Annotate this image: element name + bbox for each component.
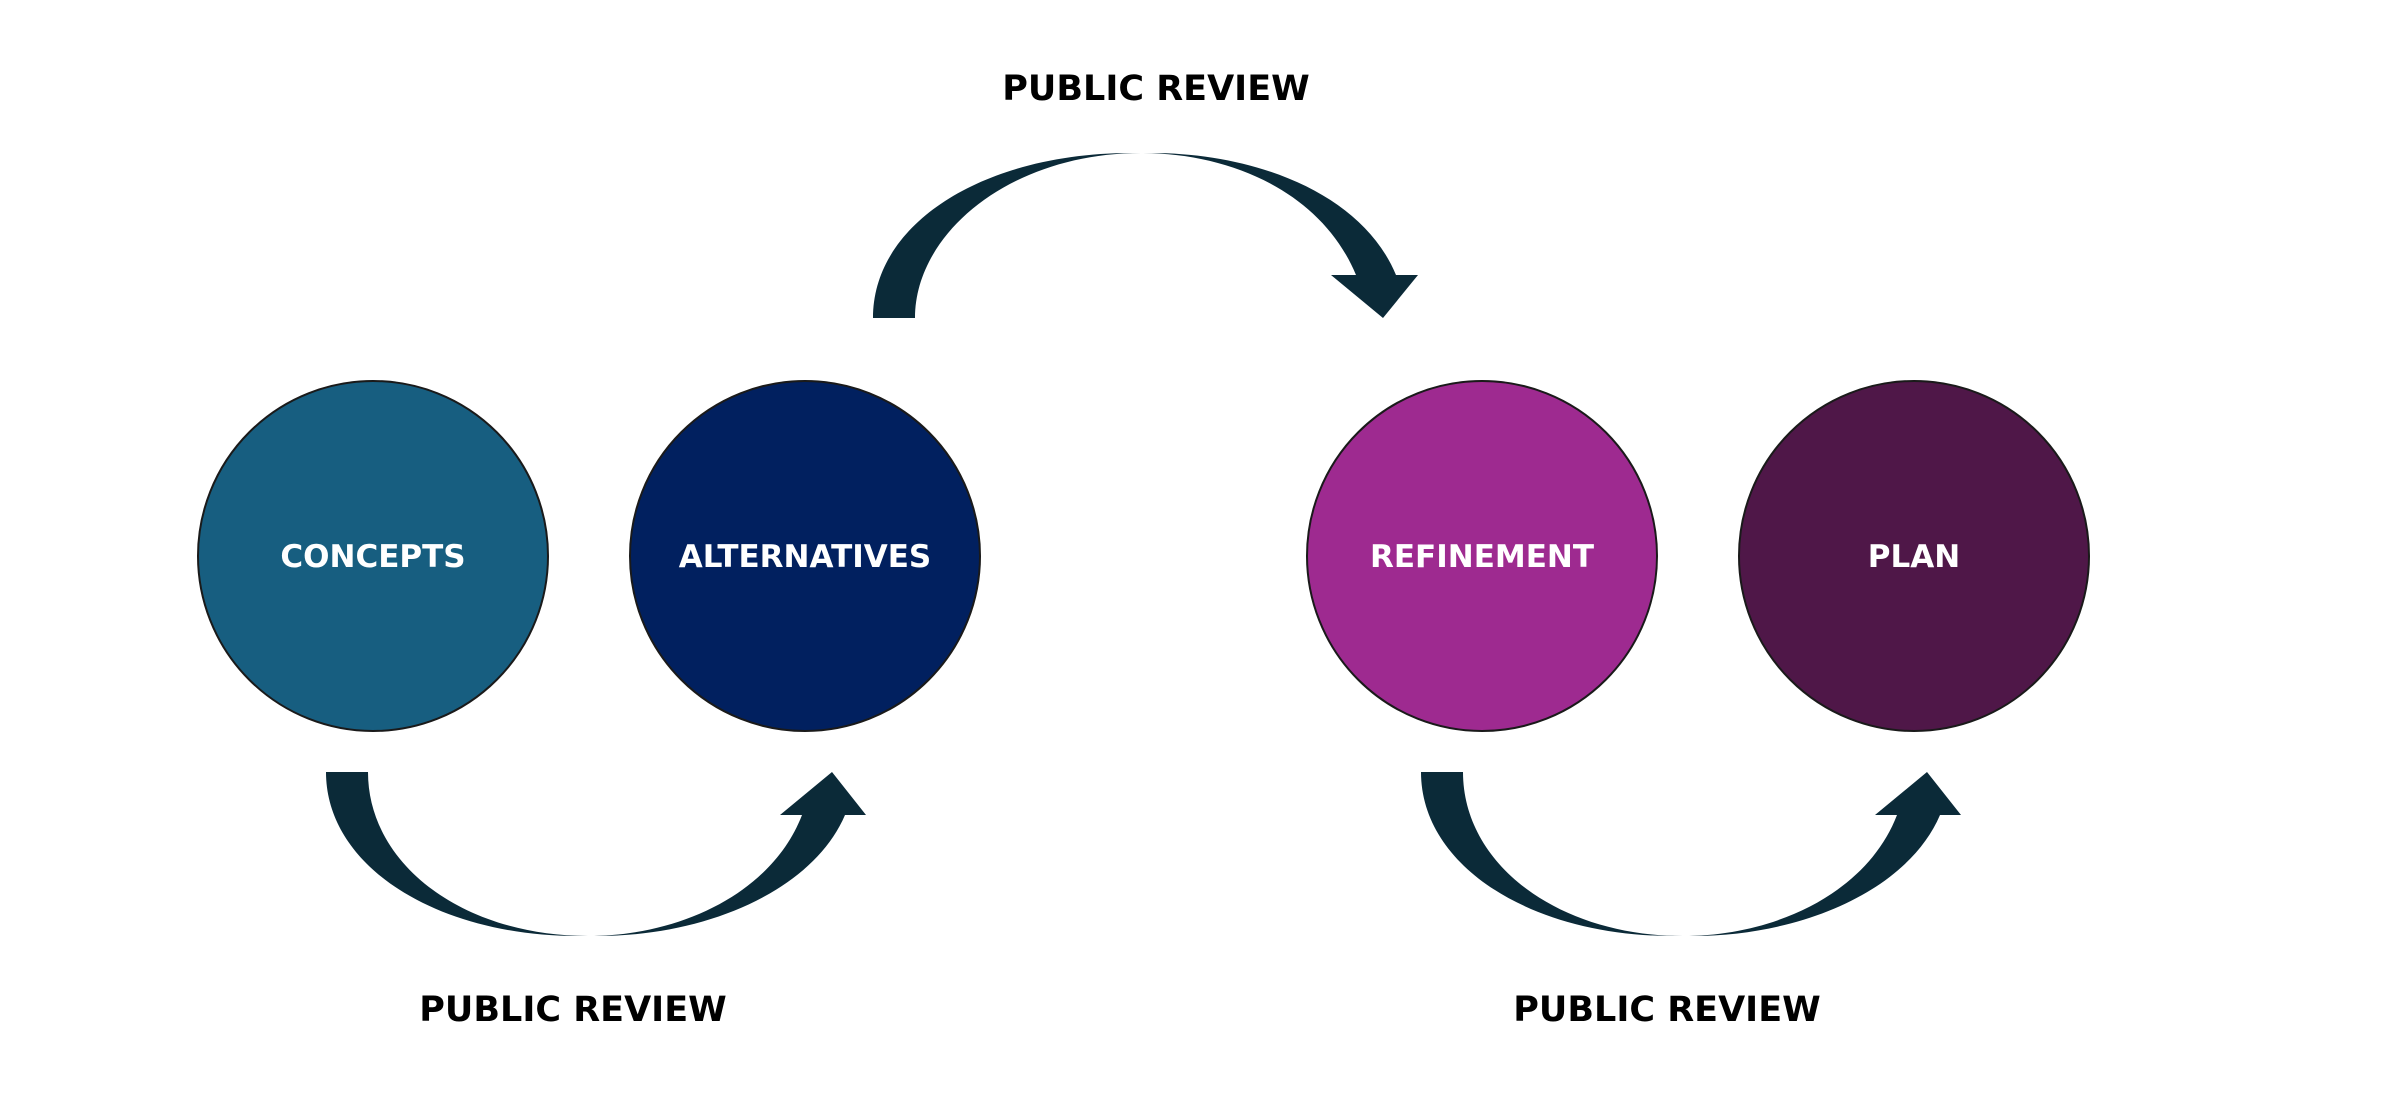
- stage-circle-refinement: [1306, 380, 1658, 732]
- review-label-bottom-right: PUBLIC REVIEW: [1513, 990, 1820, 1030]
- stage-label-refinement: REFINEMENT: [1370, 539, 1594, 575]
- stage-circle-alternatives: [629, 380, 981, 732]
- review-arrow-bottom-right: [1421, 772, 1961, 936]
- stage-circle-plan: [1738, 380, 2090, 732]
- stage-label-concepts: CONCEPTS: [280, 539, 465, 575]
- review-arrow-bottom-left: [326, 772, 866, 936]
- stage-circle-concepts: [197, 380, 549, 732]
- review-label-bottom-left: PUBLIC REVIEW: [419, 990, 726, 1030]
- stage-label-plan: PLAN: [1868, 539, 1960, 575]
- review-label-top: PUBLIC REVIEW: [1002, 69, 1309, 109]
- review-arrow-top: [873, 153, 1418, 318]
- stage-label-alternatives: ALTERNATIVES: [679, 539, 932, 575]
